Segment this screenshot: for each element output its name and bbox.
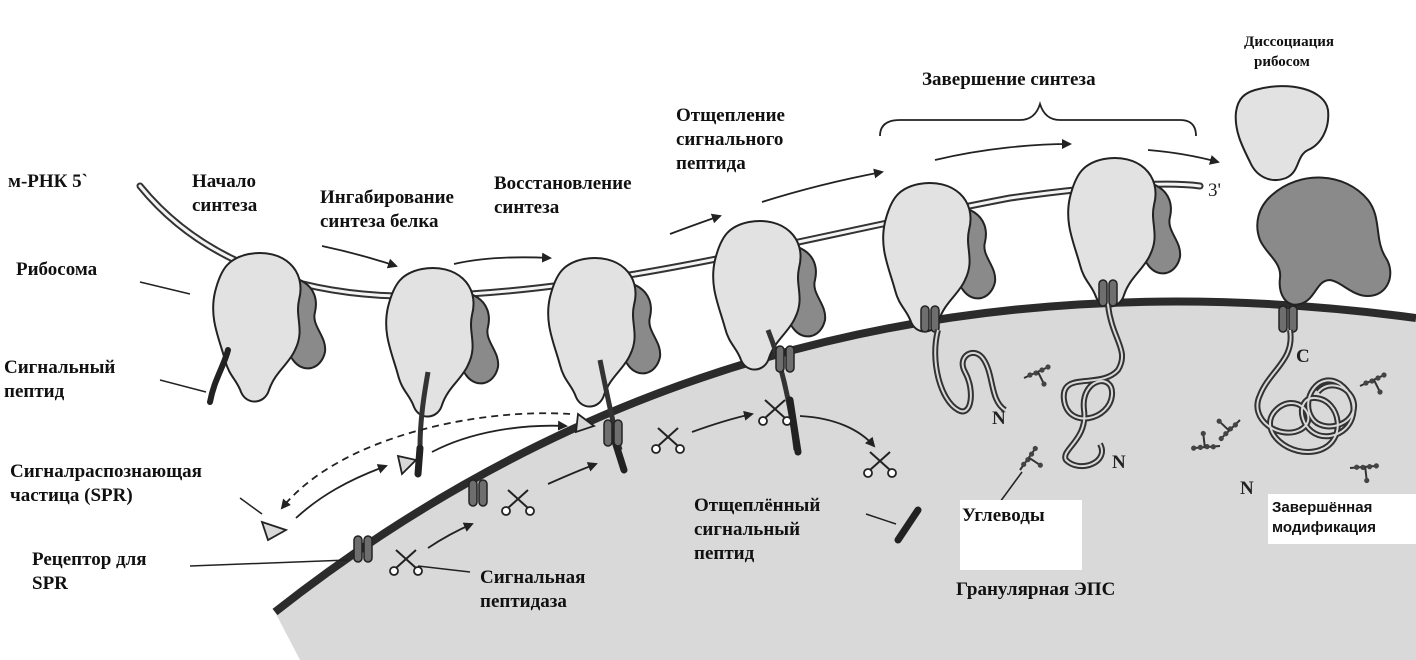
carbohydrates-box [960, 500, 1082, 570]
label-restore: Восстановление синтеза [494, 173, 632, 218]
er-lumen [275, 301, 1416, 660]
srp-particle-docked [574, 412, 596, 434]
cleaved-signal-peptide [894, 506, 922, 544]
completion-brace [879, 100, 1197, 137]
label-start: Начало синтеза [192, 171, 258, 216]
label-signal-peptide: Сигнальный пептид [4, 357, 116, 402]
n-terminus-3: N [1240, 478, 1254, 499]
label-srp-receptor: Рецептор для SPR [32, 549, 147, 594]
label-inhibition: Ингабирование синтеза белка [320, 187, 454, 232]
label-completion: Завершение синтеза [922, 69, 1096, 90]
label-modification: Завершённая модификация [1272, 499, 1376, 536]
leader-lines [139, 281, 1023, 573]
label-mrna: м-РНК 5` [8, 171, 89, 192]
modification-box [1268, 494, 1416, 544]
process-arrows [280, 139, 1220, 549]
label-carbohydrates: Углеводы [962, 505, 1045, 526]
label-cleaved-peptide: Отщеплённый сигнальный пептид [694, 495, 821, 564]
c-terminus: C [1296, 346, 1310, 367]
label-peptidase: Сигнальная пептидаза [480, 567, 586, 612]
er-membrane [272, 297, 1416, 616]
three-prime-end: 3' [1208, 180, 1221, 201]
label-cleavage: Отщепление сигнального пептида [676, 105, 785, 174]
srp-particle-bound [396, 454, 418, 476]
srp-particle-free [260, 520, 289, 542]
dissociated-large-subunit [1256, 176, 1392, 306]
nascent-chain-inhibited [417, 371, 431, 449]
ribosome-start [212, 252, 327, 403]
n-terminus-1: N [992, 408, 1006, 429]
signal-peptide-start [207, 347, 231, 405]
label-dissociation: Диссоциация рибосом [1244, 34, 1334, 70]
ribosome-completion-2 [1067, 157, 1182, 308]
n-terminus-2: N [1112, 452, 1126, 473]
label-ribosome: Рибосома [16, 259, 98, 280]
dissociated-small-subunit [1234, 85, 1330, 181]
label-srp: Сигналраспознающая частица (SPR) [10, 461, 202, 506]
label-rough-er: Гранулярная ЭПС [956, 579, 1116, 600]
